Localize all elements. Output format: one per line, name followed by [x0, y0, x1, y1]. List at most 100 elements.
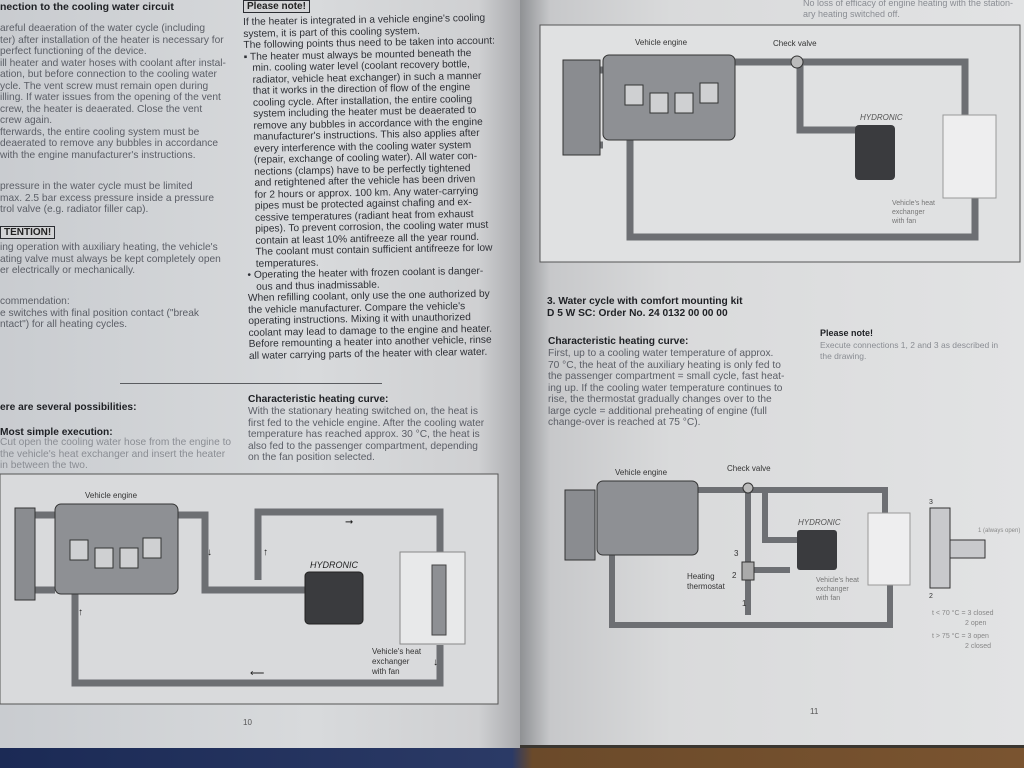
label-exchanger-3: with fan: [891, 218, 916, 225]
label-heater: HYDRONIC: [310, 560, 359, 570]
text-line: crew again.: [0, 115, 53, 126]
text-line: pressure in the water cycle must be limi…: [0, 181, 193, 192]
port-2: 2: [732, 571, 737, 580]
valve-port-3: 3: [929, 499, 933, 506]
heater-unit: [855, 125, 895, 180]
radiator: [14, 507, 36, 601]
label-exchanger-2: exchanger: [816, 586, 849, 593]
section-heading: nection to the cooling water circuit: [0, 1, 174, 13]
label-exchanger-1: Vehicle's heat: [816, 577, 859, 584]
radiator: [562, 59, 601, 156]
label-engine: Vehicle engine: [85, 491, 138, 500]
coolant-pipes-bottom: [609, 487, 893, 628]
col1-para2: pressure in the water cycle must be limi…: [0, 181, 214, 216]
heater-unit: [304, 571, 364, 625]
label-exchanger-1: Vehicle's heat: [892, 200, 935, 207]
text-line: with the engine manufacturer's instructi…: [0, 149, 196, 161]
label-heater: HYDRONIC: [798, 518, 841, 527]
section-title: 3. Water cycle with comfort mounting kit…: [547, 296, 742, 319]
text-line: ycle. The vent screw must remain open du…: [0, 80, 209, 92]
text-line: ary heating switched off.: [803, 9, 900, 19]
port-3: 3: [734, 549, 739, 558]
text-line: ing up. If the cooling water temperature…: [548, 382, 783, 394]
page-number: 11: [810, 707, 819, 716]
svg-text:↑: ↑: [263, 547, 268, 558]
divider: [120, 383, 382, 384]
thermostat: [741, 561, 755, 581]
port-1: 1: [742, 599, 747, 608]
engine-block: [54, 503, 179, 595]
text-line: ing operation with auxiliary heating, th…: [0, 242, 218, 253]
svg-text:↑: ↑: [78, 607, 83, 618]
text-line: commendation:: [0, 296, 70, 307]
text-line: the drawing.: [820, 351, 867, 361]
coolant-pipes: [600, 58, 979, 241]
text-line: fterwards, the entire cooling system mus…: [0, 126, 200, 138]
col1-para1: areful deaeration of the water cycle (in…: [0, 23, 226, 161]
label-heater: HYDRONIC: [860, 113, 903, 122]
text-line: perfect functioning of the device.: [0, 46, 147, 57]
text-line: max. 2.5 bar excess pressure inside a pr…: [0, 192, 215, 204]
heat-exchanger: [867, 512, 911, 586]
thermostat-valve-detail: [929, 507, 986, 589]
legend-3: t > 75 °C = 3 open: [932, 632, 989, 640]
diagram-simple-cycle: Vehicle engine HYDRONIC Vehicle's heat e…: [0, 473, 499, 705]
left-page: nection to the cooling water circuit are…: [0, 0, 520, 755]
text-line: Cut open the cooling water hose from the…: [0, 437, 232, 448]
coolant-pipes: [35, 508, 444, 687]
label-check-valve: Check valve: [727, 464, 771, 473]
text-line: ation, but before connection to the cool…: [0, 69, 217, 80]
please-note-label: Please note!: [243, 0, 310, 13]
text-line: crew, the heater is deaerated. Close the…: [0, 103, 203, 115]
curve-text: First, up to a cooling water temperature…: [548, 348, 784, 429]
text-line: the passenger compartment = small cycle,…: [548, 371, 785, 382]
label-exchanger-1: Vehicle's heat: [372, 647, 422, 656]
text-line: D 5 W SC: Order No. 24 0132 00 00 00: [547, 307, 728, 319]
legend-4: 2 closed: [965, 643, 991, 650]
text-line: in between the two.: [0, 460, 88, 471]
note-heading: Please note!: [820, 328, 874, 338]
note-text: Execute connections 1, 2 and 3 as descri…: [820, 340, 998, 362]
heat-exchanger: [942, 114, 997, 199]
text-line: e switches with final position contact (…: [0, 307, 199, 319]
curve-heading: Characteristic heating curve:: [248, 394, 389, 405]
text-line: 3. Water cycle with comfort mounting kit: [547, 296, 743, 307]
text-line: 70 °C, the heat of the auxiliary heating…: [548, 359, 781, 371]
valve-port-2: 2: [929, 593, 933, 600]
check-valve: [742, 482, 754, 494]
legend-1: t < 70 °C = 3 closed: [932, 609, 994, 617]
page-number: 10: [243, 718, 252, 727]
text-line: illing. If water issues from the opening…: [0, 92, 221, 103]
label-engine: Vehicle engine: [615, 468, 668, 477]
possibilities-heading: ere are several possibilities:: [0, 402, 137, 413]
heater-unit: [797, 530, 837, 570]
text-line: ill heater and water hoses with coolant …: [0, 57, 226, 69]
text-line: ntact") for all heating cycles.: [0, 319, 128, 330]
text-line: the vehicle's heat exchanger and insert …: [0, 448, 226, 460]
label-exchanger-3: with fan: [815, 595, 840, 602]
svg-text:⟵: ⟵: [250, 668, 264, 679]
text-line: er electrically or mechanically.: [0, 265, 136, 276]
text-line: deaerated to remove any bubbles in accor…: [0, 138, 219, 149]
label-thermostat-2: thermostat: [687, 582, 726, 591]
text-line: also fed to the passenger compartment, d…: [248, 440, 478, 452]
svg-text:↓: ↓: [433, 657, 438, 668]
text-line: No loss of efficacy of engine heating wi…: [803, 0, 1013, 8]
check-valve: [790, 55, 804, 69]
svg-text:↓: ↓: [207, 547, 212, 558]
radiator: [564, 489, 596, 561]
flow-arrows: ➞ ⟵ ↓ ↑ ↑ ↓: [78, 517, 438, 679]
label-exchanger-2: exchanger: [372, 657, 410, 666]
text-line: trol valve (e.g. radiator filler cap).: [0, 204, 149, 215]
top-note: No loss of efficacy of engine heating wi…: [803, 0, 1013, 20]
label-engine: Vehicle engine: [635, 38, 688, 47]
simple-text: Cut open the cooling water hose from the…: [0, 437, 231, 472]
text-line: large cycle = additional preheating of e…: [548, 405, 767, 417]
engine-block: [602, 54, 736, 141]
label-exchanger-3: with fan: [371, 667, 400, 676]
svg-text:➞: ➞: [345, 517, 353, 528]
attention-text: ing operation with auxiliary heating, th…: [0, 242, 221, 277]
recommendation-text: commendation:e switches with final posit…: [0, 296, 199, 331]
attention-label: TENTION!: [0, 226, 56, 239]
text-line: With the stationary heating switched on,…: [248, 406, 478, 417]
